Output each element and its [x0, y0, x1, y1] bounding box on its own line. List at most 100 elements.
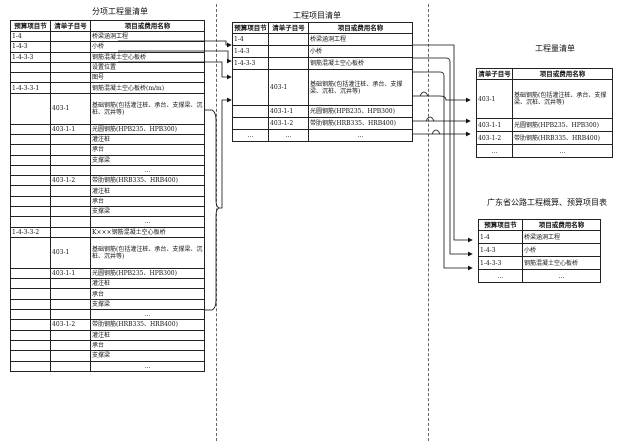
table-cell [10, 144, 51, 156]
table-cell [50, 226, 91, 238]
table-row: ... [10, 216, 205, 228]
table-cell: 桥梁涵洞工程 [308, 33, 413, 46]
table-cell [10, 236, 51, 269]
table-cell: 基础钢筋(包括灌注桩、承台、支撑梁、沉桩、沉井等) [308, 69, 413, 106]
table-cell: 支撑梁 [90, 350, 205, 362]
table-cell: 承台 [90, 288, 205, 300]
table-row: 设置位置 [10, 61, 205, 74]
connector-hump-3 [431, 129, 441, 135]
table-cell: 承台 [90, 195, 205, 208]
table-cell: 1-4-3-3 [232, 57, 269, 70]
table-cell [50, 216, 91, 228]
table-cell: 光圆钢筋(HPB235、HPB300) [512, 118, 613, 132]
table-row: ... [10, 360, 205, 372]
table-cell: 1-4-3 [232, 45, 269, 58]
table-cell [50, 164, 91, 177]
table-cell: 基础钢筋(包括灌注桩、承台、支撑梁、沉桩、沉井等) [512, 79, 613, 119]
header-item-number: 清单子目号 [50, 20, 91, 32]
table-cell: 光圆钢筋(HPB235、HPB300) [308, 105, 413, 118]
table-row: 承台 [10, 144, 205, 156]
connector-to-project [220, 97, 232, 209]
table-cell: 钢筋混凝土空心板桥(m/m) [90, 82, 205, 94]
table-cell [10, 154, 51, 166]
table-cell: 1-4-3-3 [478, 256, 523, 270]
table-cell [50, 72, 91, 84]
table-cell: 403-1-2 [268, 117, 309, 130]
table-cell: 光圆钢筋(HPB235、HPB300) [90, 267, 205, 280]
table-row: 承台 [10, 195, 205, 208]
table-cell [50, 82, 91, 94]
table-row: 灌注桩 [10, 133, 205, 146]
table-cell: ... [478, 269, 523, 283]
table-row: 灌注桩 [10, 278, 205, 290]
header-item-number: 清单子目号 [268, 22, 309, 34]
table-cell: 403-1-1 [268, 105, 309, 118]
header-budget-section: 预算项目节 [10, 20, 51, 32]
connector-budget-1-4-3 [412, 57, 473, 257]
table-cell [10, 164, 51, 177]
table-cell [10, 288, 51, 300]
table-row: 支撑梁 [10, 298, 205, 311]
table-cell: 1-4-3 [478, 243, 523, 257]
table-cell: 带肋钢筋(HRB335、HRB400) [90, 319, 205, 331]
table-cell: 承台 [90, 144, 205, 156]
table-row: 支撑梁 [10, 350, 205, 362]
table-cell: 桥梁涵洞工程 [522, 230, 601, 244]
table-cell [10, 133, 51, 146]
table-cell: ... [90, 216, 205, 228]
table-cell [50, 309, 91, 321]
header-item-name: 项目或费用名称 [522, 219, 601, 231]
table-cell [10, 309, 51, 321]
table-cell [50, 350, 91, 362]
table-cell: 403-1 [268, 69, 309, 106]
table-cell [50, 195, 91, 208]
table-cell: ... [90, 164, 205, 177]
table-cell [10, 339, 51, 352]
header-budget-section: 预算项目节 [478, 219, 523, 231]
table-row: 承台 [10, 288, 205, 300]
table-cell [50, 30, 91, 43]
connector-budget-1-4-3-3 [412, 71, 473, 271]
table-cell [50, 288, 91, 300]
table-cell [50, 144, 91, 156]
table-cell: 小桥 [90, 41, 205, 53]
table-cell: ... [522, 269, 601, 283]
table-cell [10, 298, 51, 311]
table-cell [10, 195, 51, 208]
table-row: ...... [478, 269, 601, 283]
table-cell [50, 329, 91, 341]
table-cell: 1-4 [478, 230, 523, 244]
table-cell [268, 45, 309, 58]
table-cell [232, 117, 269, 130]
table-cell: 设置位置 [90, 61, 205, 74]
table-cell: 钢筋混凝土空心板桥 [90, 51, 205, 63]
table-cell: ... [308, 129, 413, 142]
table-cell [50, 133, 91, 146]
table-cell [50, 206, 91, 218]
header-budget-section: 预算项目节 [232, 22, 269, 34]
table-cell: 光圆钢筋(HPB235、HPB300) [90, 123, 205, 135]
table-cell: 基础钢筋(包括灌注桩、承台、支撑梁、沉桩、沉井等) [90, 92, 205, 125]
table-cell [50, 278, 91, 290]
table-cell [50, 41, 91, 53]
table-cell: 1-4-3 [10, 41, 51, 53]
table-cell: 403-1-2 [50, 175, 91, 187]
table-cell [232, 69, 269, 106]
budget-items-title: 广东省公路工程概算、预算项目表 [487, 198, 607, 207]
table-cell: 带肋钢筋(HRB335、HRB400) [512, 131, 613, 145]
section-divisions-title: 分项工程量清单 [92, 7, 148, 16]
